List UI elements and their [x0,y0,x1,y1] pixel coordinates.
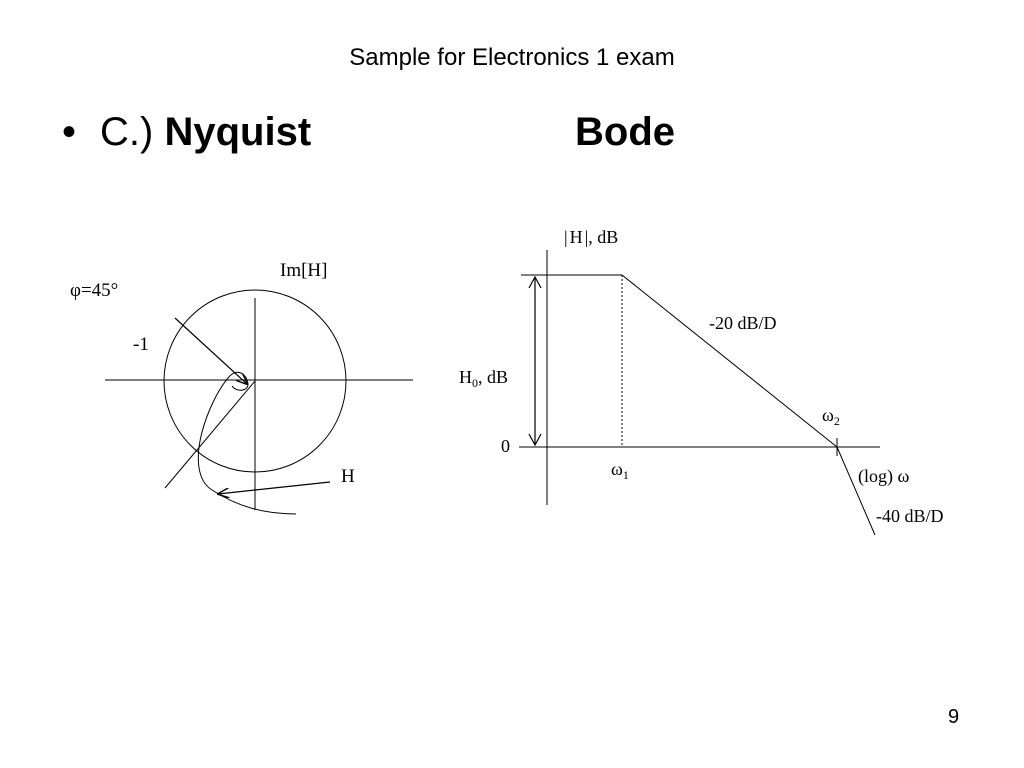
bode-heading: Bode [575,110,675,154]
imag-axis-label: Im[H] [280,260,327,281]
slope-40-label: -40 dB/D [876,506,944,526]
slope-20-label: -20 dB/D [709,313,777,333]
page-number: 9 [948,706,960,728]
magnitude-axis-label: |H|, dB [564,227,618,247]
bullet-prefix: C.) [100,110,154,154]
omega1-label: ω1 [611,459,629,482]
bode-slope-20-segment [621,274,838,448]
h0-arrow-up-head [528,275,542,289]
h-pointer-arrow [218,481,331,494]
phi-label: φ=45° [70,280,118,301]
phi-pointer-arrow [174,317,247,384]
omega2-label: ω2 [822,405,840,428]
zero-label: 0 [501,436,510,456]
nyquist-curve [197,371,297,515]
phase-margin-line [164,380,256,489]
bullet-line: • C.) Nyquist [62,110,311,155]
h0-label: H0, dB [459,367,508,390]
bode-diagram: |H|, dB H0, dB 0 -20 dB/D -40 dB/D ω1 ω2… [459,227,944,536]
nyquist-heading: Nyquist [164,110,312,154]
minus-one-label: -1 [133,334,149,355]
bode-slope-40-segment [836,446,876,536]
bullet-dot: • [62,110,77,154]
h-label: H [341,466,355,487]
unit-circle [163,289,347,473]
slide-title: Sample for Electronics 1 exam [349,44,675,71]
frequency-axis-label: (log) ω [858,466,909,487]
nyquist-diagram: φ=45° -1 Im[H] H [70,260,413,515]
h0-arrow-down-head [528,433,542,447]
